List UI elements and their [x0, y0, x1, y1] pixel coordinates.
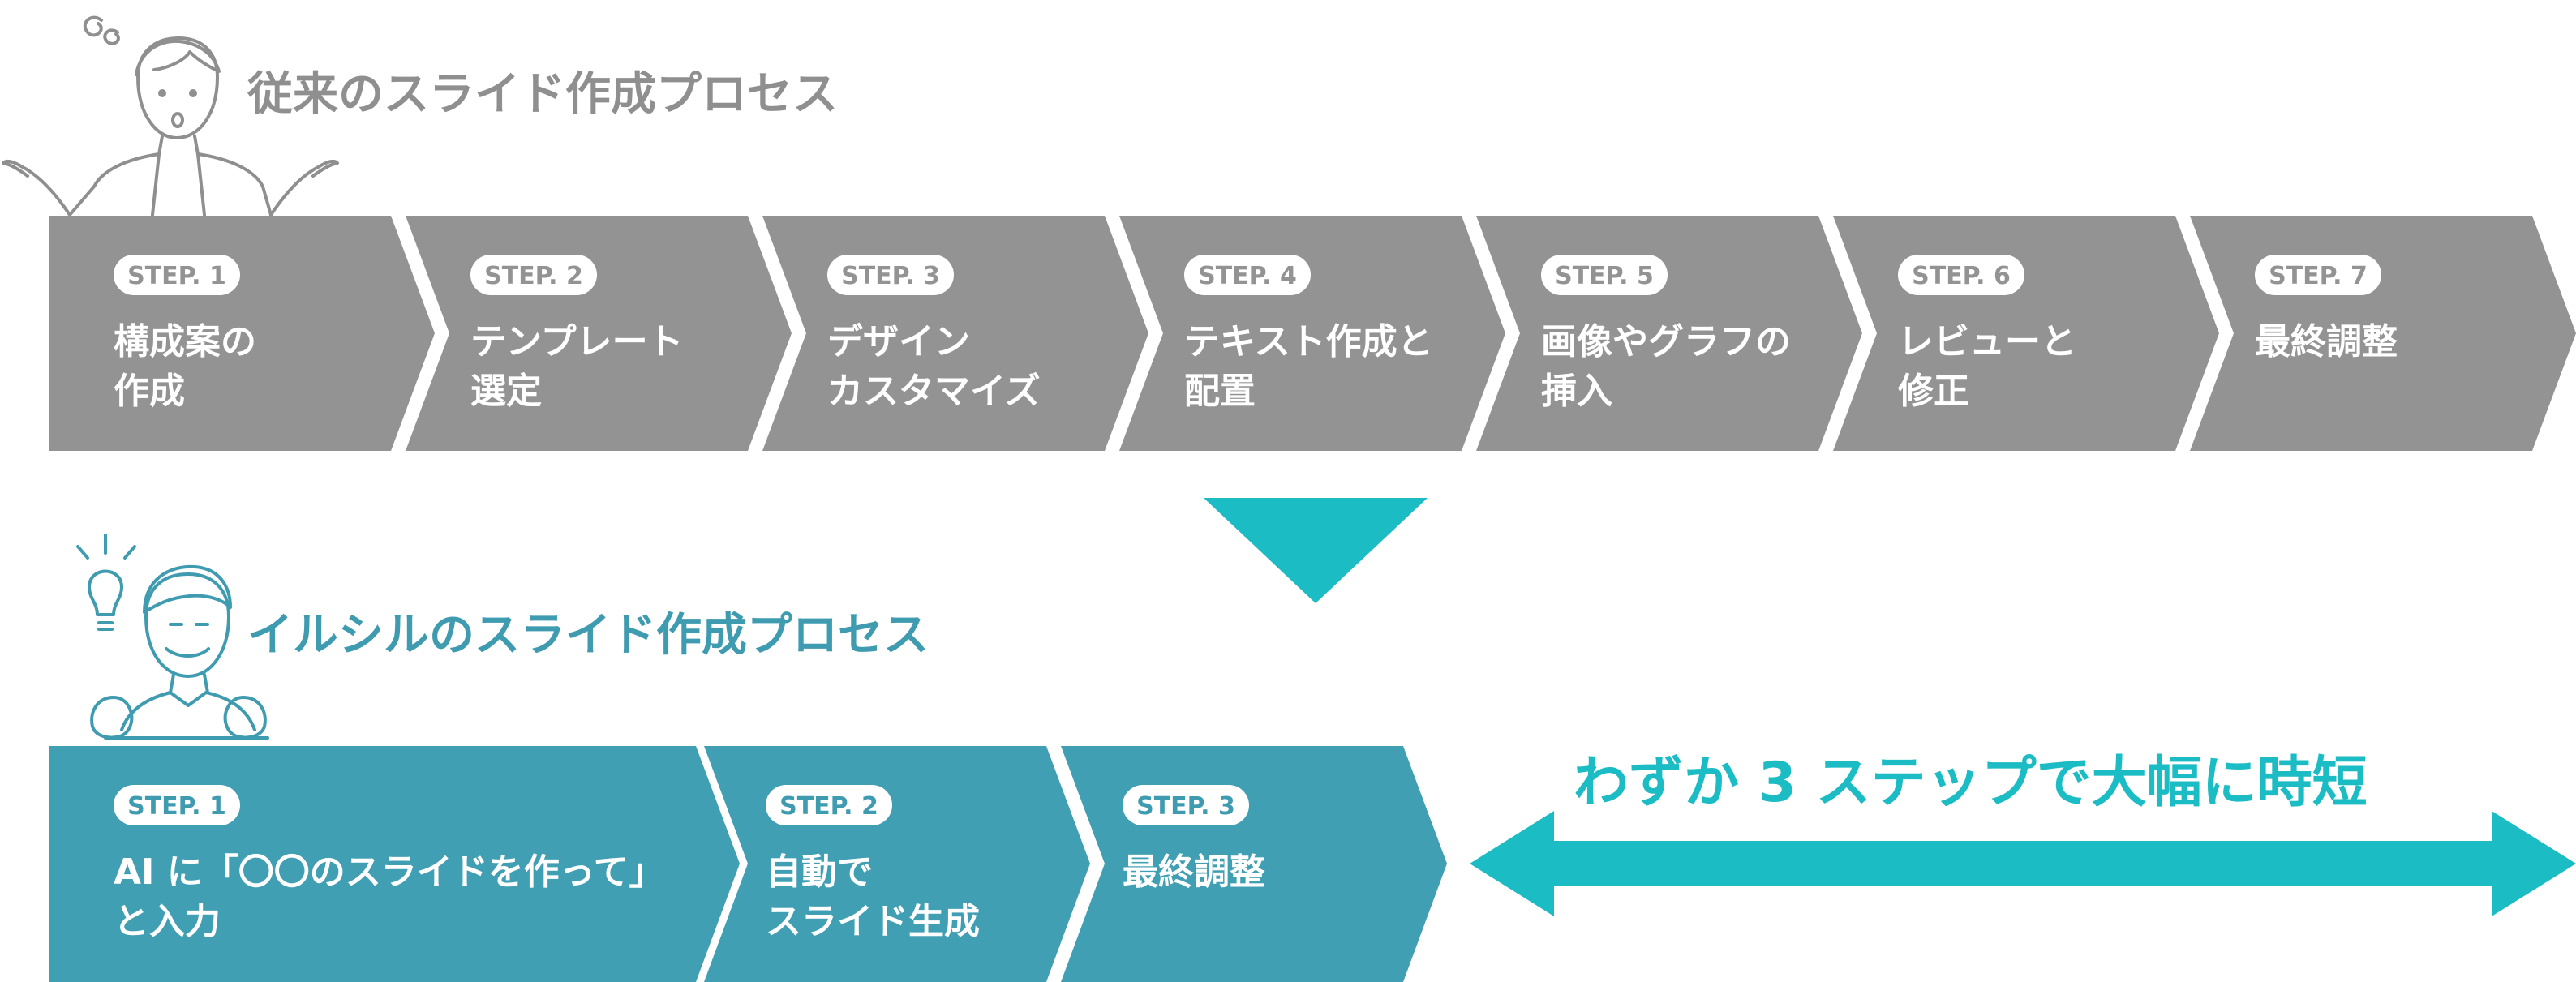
new-step-text: 自動で — [766, 851, 873, 893]
old-step-text: デザイン — [827, 321, 970, 362]
old-process-steps: STEP. 1 STEP. 2 STEP. 3 STEP. 4 STEP. 5 … — [49, 216, 2576, 451]
old-step-text: 最終調整 — [2255, 321, 2398, 362]
old-step-badge-7 — [2255, 255, 2381, 295]
old-step-text: 選定 — [470, 371, 542, 412]
old-step-text: 画像やグラフの — [1541, 321, 1791, 362]
confident-person-with-lightbulb-icon — [76, 534, 276, 753]
new-step-badge-label: STEP. 3 — [1136, 792, 1235, 821]
new-step-text: と入力 — [114, 901, 221, 942]
new-step-badge-label: STEP. 1 — [127, 792, 226, 821]
old-step-text: 配置 — [1184, 371, 1256, 412]
new-step-text: AI に「〇〇のスライドを作って」 — [114, 851, 665, 893]
headline-text: わずか 3 ステップで大幅に時短 — [1574, 751, 2368, 815]
old-step-badge-label: STEP. 7 — [2269, 262, 2368, 290]
old-step-badge-label: STEP. 5 — [1555, 262, 1654, 290]
old-step-badge-2 — [470, 255, 597, 295]
old-step-badge-label: STEP. 3 — [841, 262, 940, 290]
old-step-text: レビューと — [1898, 321, 2076, 362]
old-step-badge-4 — [1184, 255, 1311, 295]
old-step-badge-label: STEP. 1 — [127, 262, 226, 290]
old-step-badge-label: STEP. 6 — [1912, 262, 2011, 290]
new-step-shape-2 — [704, 746, 1090, 982]
old-step-badge-1 — [114, 255, 240, 295]
confused-person-shrugging-icon — [2, 15, 339, 217]
new-step-badge-2 — [766, 785, 892, 825]
old-step-text: テキスト作成と — [1184, 321, 1433, 362]
old-step-text: 作成 — [114, 371, 185, 412]
new-step-text: スライド生成 — [766, 901, 980, 942]
old-step-badge-6 — [1898, 255, 2024, 295]
old-step-text: 挿入 — [1541, 371, 1612, 412]
old-step-text: テンプレート — [470, 321, 684, 362]
new-step-badge-3 — [1123, 785, 1249, 825]
new-process-steps: STEP. 1 STEP. 2 STEP. 3 AI に「〇〇のスライドを作って… — [49, 746, 1447, 982]
old-process-title: 従来のスライド作成プロセス — [247, 68, 838, 121]
old-step-badge-label: STEP. 2 — [484, 262, 583, 290]
double-headed-arrow-icon — [1470, 811, 2576, 916]
down-triangle-arrow-icon — [1204, 498, 1428, 603]
new-step-text: 最終調整 — [1123, 851, 1265, 893]
old-step-text: カスタマイズ — [827, 371, 1041, 412]
old-step-text: 修正 — [1898, 371, 1969, 412]
new-step-badge-label: STEP. 2 — [779, 792, 878, 821]
old-step-text: 構成案の — [114, 321, 256, 362]
old-step-badge-3 — [827, 255, 954, 295]
old-step-badge-label: STEP. 4 — [1198, 262, 1297, 290]
new-step-badge-1 — [114, 785, 240, 825]
old-step-badge-5 — [1541, 255, 1668, 295]
new-process-title: イルシルのスライド作成プロセス — [247, 609, 929, 662]
